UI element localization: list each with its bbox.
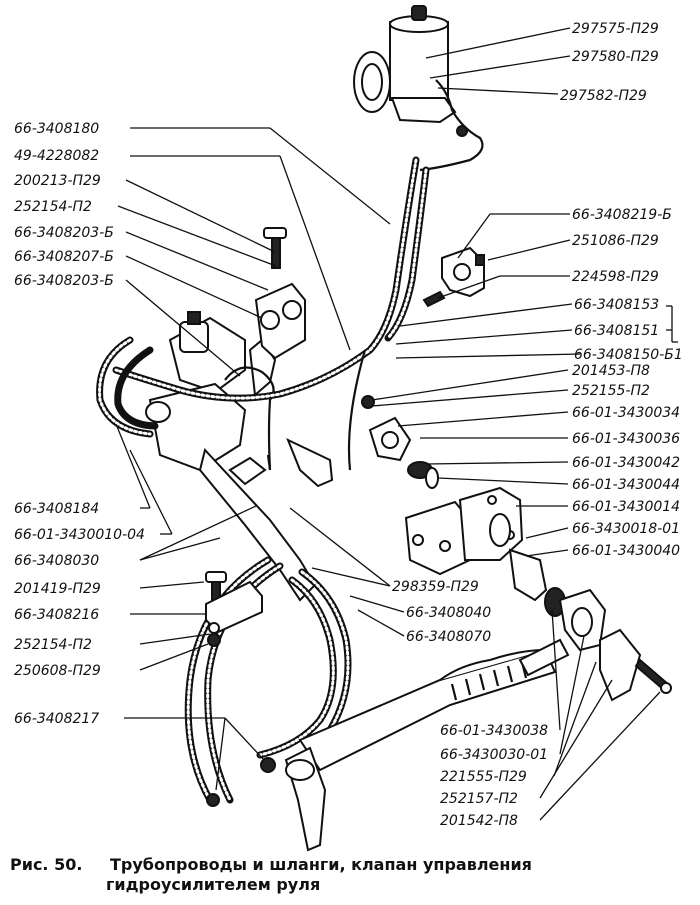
label-3408153: 66-3408153 xyxy=(574,297,659,313)
label-3430014: 66-01-3430014 xyxy=(572,499,680,515)
label-3430044: 66-01-3430044 xyxy=(572,477,680,493)
label-3408216: 66-3408216 xyxy=(14,607,99,623)
leader-lines xyxy=(115,27,678,821)
label-3408151: 66-3408151 xyxy=(574,323,659,339)
label-3430038: 66-01-3430038 xyxy=(440,723,548,739)
hose-bracket-drawing xyxy=(422,246,485,308)
label-252157: 252157-П2 xyxy=(440,791,518,807)
pump-reservoir-drawing xyxy=(353,5,484,172)
label-3408180: 66-3408180 xyxy=(14,121,99,137)
label-297575: 297575-П29 xyxy=(572,21,659,37)
caption-line-2: гидроусилителем руля xyxy=(106,875,321,894)
label-201453: 201453-П8 xyxy=(572,363,650,379)
label-200213: 200213-П29 xyxy=(14,173,101,189)
label-298359: 298359-П29 xyxy=(392,579,479,595)
part-labels: 297575-П29 297580-П29 297582-П29 66-3408… xyxy=(14,21,683,829)
label-250608: 250608-П29 xyxy=(14,663,101,679)
label-3408150: 66-3408150-Б1 xyxy=(574,347,683,363)
label-3430036: 66-01-3430036 xyxy=(572,431,680,447)
hoses-drawing xyxy=(96,156,430,804)
label-3430040: 66-01-3430040 xyxy=(572,543,680,559)
label-251086: 251086-П29 xyxy=(572,233,659,249)
label-297580: 297580-П29 xyxy=(572,49,659,65)
label-3408184: 66-3408184 xyxy=(14,501,99,517)
steering-gear-drawing xyxy=(145,311,334,602)
caption-line-1: Трубопроводы и шланги, клапан управления xyxy=(110,855,532,874)
label-252154-a: 252154-П2 xyxy=(14,199,92,215)
label-3408207: 66-3408207-Б xyxy=(14,249,114,265)
hose-clamp-drawing xyxy=(254,227,306,360)
label-3430010: 66-01-3430010-04 xyxy=(14,527,145,543)
power-cylinder-drawing xyxy=(206,638,570,852)
caption-prefix: Рис. 50. xyxy=(10,855,83,874)
label-201542: 201542-П8 xyxy=(440,813,518,829)
label-297582: 297582-П29 xyxy=(560,88,647,104)
label-3408030: 66-3408030 xyxy=(14,553,99,569)
label-221555: 221555-П29 xyxy=(440,769,527,785)
label-3430030: 66-3430030-01 xyxy=(440,747,548,763)
label-252154-b: 252154-П2 xyxy=(14,637,92,653)
control-valve-drawing xyxy=(361,395,672,702)
label-4228082: 49-4228082 xyxy=(14,148,99,164)
label-3408203-b1: 66-3408203-Б xyxy=(14,225,114,241)
label-3408219: 66-3408219-Б xyxy=(572,207,672,223)
label-3408217: 66-3408217 xyxy=(14,711,99,727)
small-parts-drawing xyxy=(205,571,263,647)
label-201419: 201419-П29 xyxy=(14,581,101,597)
label-3430042: 66-01-3430042 xyxy=(572,455,680,471)
figure-caption: Рис. 50. Трубопроводы и шланги, клапан уп… xyxy=(10,855,690,895)
label-3408040: 66-3408040 xyxy=(406,605,491,621)
label-3408203-b2: 66-3408203-Б xyxy=(14,273,114,289)
label-3408070: 66-3408070 xyxy=(406,629,491,645)
label-3430034: 66-01-3430034 xyxy=(572,405,680,421)
label-224598: 224598-П29 xyxy=(572,269,659,285)
label-252155: 252155-П2 xyxy=(572,383,650,399)
label-3430018: 66-3430018-01 xyxy=(572,521,680,537)
